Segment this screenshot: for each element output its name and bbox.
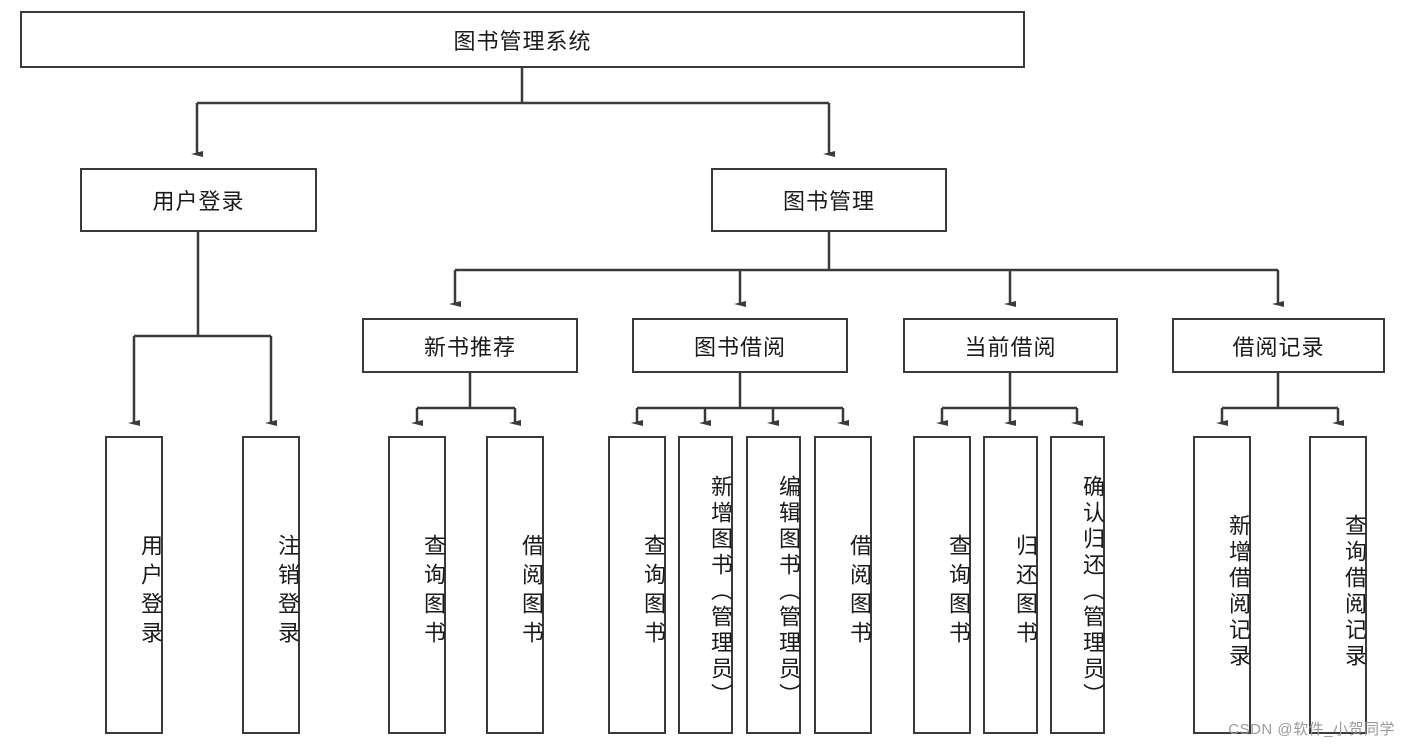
node-root[interactable]: 图书管理系统 bbox=[20, 11, 1025, 68]
leaf-user-login-signout[interactable]: 注销登录 bbox=[242, 436, 300, 734]
leaf-new-book-query[interactable]: 查询图书 bbox=[388, 436, 446, 734]
node-current-borrow-label: 当前借阅 bbox=[964, 334, 1057, 360]
leaf-records-add-label: 新增借阅记录 bbox=[1226, 514, 1251, 670]
leaf-new-book-borrow-label: 借阅图书 bbox=[519, 534, 544, 650]
leaf-borrow-add-book[interactable]: 新增图书（管理员） bbox=[678, 436, 733, 734]
leaf-records-add[interactable]: 新增借阅记录 bbox=[1193, 436, 1251, 734]
node-user-login-label: 用户登录 bbox=[152, 189, 245, 214]
node-book-management-label: 图书管理 bbox=[782, 189, 875, 214]
leaf-current-query-book[interactable]: 查询图书 bbox=[913, 436, 971, 734]
leaf-new-book-query-label: 查询图书 bbox=[421, 534, 446, 650]
node-root-label: 图书管理系统 bbox=[453, 28, 592, 54]
node-borrow-records-label: 借阅记录 bbox=[1232, 334, 1325, 360]
leaf-borrow-edit-book[interactable]: 编辑图书（管理员） bbox=[746, 436, 801, 734]
node-new-book-recommend[interactable]: 新书推荐 bbox=[362, 318, 578, 373]
node-book-borrow[interactable]: 图书借阅 bbox=[632, 318, 848, 373]
leaf-borrow-borrow-book-label: 借阅图书 bbox=[847, 534, 872, 650]
leaf-borrow-add-book-label: 新增图书（管理员） bbox=[708, 475, 733, 709]
leaf-borrow-edit-book-label: 编辑图书（管理员） bbox=[776, 475, 801, 709]
node-user-login[interactable]: 用户登录 bbox=[80, 168, 317, 232]
leaf-current-return-book-label: 归还图书 bbox=[1013, 534, 1038, 650]
leaf-borrow-query-book[interactable]: 查询图书 bbox=[608, 436, 666, 734]
leaf-user-login-signin-label: 用户登录 bbox=[138, 534, 163, 650]
node-borrow-records[interactable]: 借阅记录 bbox=[1172, 318, 1385, 373]
node-book-borrow-label: 图书借阅 bbox=[693, 334, 786, 360]
leaf-user-login-signout-label: 注销登录 bbox=[275, 534, 300, 650]
leaf-records-query-label: 查询借阅记录 bbox=[1342, 514, 1367, 670]
node-book-management[interactable]: 图书管理 bbox=[711, 168, 947, 232]
leaf-user-login-signin[interactable]: 用户登录 bbox=[105, 436, 163, 734]
leaf-current-query-book-label: 查询图书 bbox=[946, 534, 971, 650]
node-new-book-recommend-label: 新书推荐 bbox=[423, 334, 516, 360]
leaf-current-confirm-return[interactable]: 确认归还（管理员） bbox=[1050, 436, 1105, 734]
leaf-new-book-borrow[interactable]: 借阅图书 bbox=[486, 436, 544, 734]
leaf-current-return-book[interactable]: 归还图书 bbox=[983, 436, 1038, 734]
leaf-borrow-query-book-label: 查询图书 bbox=[641, 534, 666, 650]
leaf-borrow-borrow-book[interactable]: 借阅图书 bbox=[814, 436, 872, 734]
node-current-borrow[interactable]: 当前借阅 bbox=[903, 318, 1118, 373]
leaf-records-query[interactable]: 查询借阅记录 bbox=[1309, 436, 1367, 734]
leaf-current-confirm-return-label: 确认归还（管理员） bbox=[1080, 475, 1105, 709]
